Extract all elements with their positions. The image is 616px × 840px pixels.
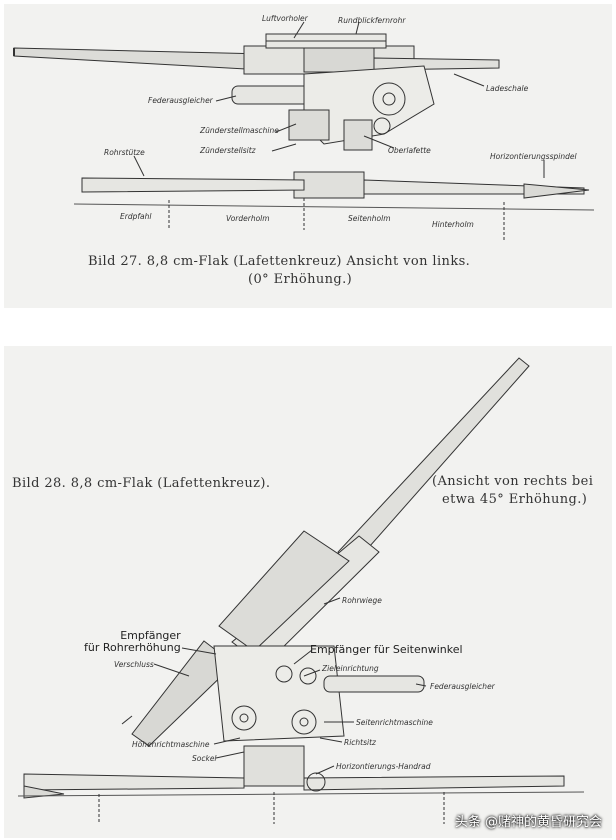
label-zieleinrichtung: Zieleinrichtung — [322, 664, 379, 673]
label-zuenderstellsitz: Zünderstellsitz — [200, 146, 256, 155]
label-zuenderstellmaschine: Zünderstellmaschine — [200, 126, 279, 135]
label-rohrstuetze: Rohrstütze — [104, 148, 145, 157]
label-rundblickfernrohr: Rundblickfernrohr — [338, 16, 406, 25]
label-federausgleicher-2: Federausgleicher — [430, 682, 495, 691]
figure-27-panel: Luftvorholer Rundblickfernrohr Ladeschal… — [4, 4, 612, 308]
watermark-text: 头条 @赌神的黄昏研究会 — [454, 815, 602, 830]
label-seitenholm: Seitenholm — [348, 214, 391, 223]
figure-28-panel: Bild 28. 8,8 cm-Flak (Lafettenkreuz). (A… — [4, 346, 612, 838]
label-empfaenger-rohrerhoehung: Empfänger für Rohrerhöhung — [84, 629, 181, 654]
label-rohrwiege: Rohrwiege — [342, 596, 382, 605]
label-hinterholm: Hinterholm — [432, 220, 474, 229]
label-verschluss: Verschluss — [114, 660, 154, 669]
label-vorderholm: Vorderholm — [226, 214, 270, 223]
label-federausgleicher: Federausgleicher — [148, 96, 213, 105]
figure-28-view-note-line2: etwa 45° Erhöhung.) — [442, 492, 588, 507]
figure-27-subcaption: (0° Erhöhung.) — [248, 272, 353, 287]
label-horizontierungs-handrad: Horizontierungs-Handrad — [336, 762, 431, 771]
label-seitenrichtmaschine: Seitenrichtmaschine — [356, 718, 433, 727]
figure-28-view-note-line1: (Ansicht von rechts bei — [432, 474, 594, 489]
gun-elevated-view-drawing — [17, 357, 585, 824]
label-erdpfahl: Erdpfahl — [120, 212, 152, 221]
label-empfaenger-seitenwinkel: Empfänger für Seitenwinkel — [310, 643, 463, 656]
figure-27-caption: Bild 27. 8,8 cm-Flak (Lafettenkreuz) Ans… — [88, 254, 471, 269]
label-ladeschale: Ladeschale — [486, 84, 529, 93]
label-oberlafette: Oberlafette — [388, 146, 431, 155]
label-richtsitz: Richtsitz — [344, 738, 376, 747]
label-horizontierungsspindel: Horizontierungsspindel — [490, 152, 577, 161]
label-luftvorholer: Luftvorholer — [262, 14, 308, 23]
label-sockel: Sockel — [192, 754, 217, 763]
gun-side-view-drawing — [13, 21, 595, 240]
figure-28-caption: Bild 28. 8,8 cm-Flak (Lafettenkreuz). — [12, 476, 271, 491]
label-hoehenrichtmaschine: Höhenrichtmaschine — [132, 740, 210, 749]
